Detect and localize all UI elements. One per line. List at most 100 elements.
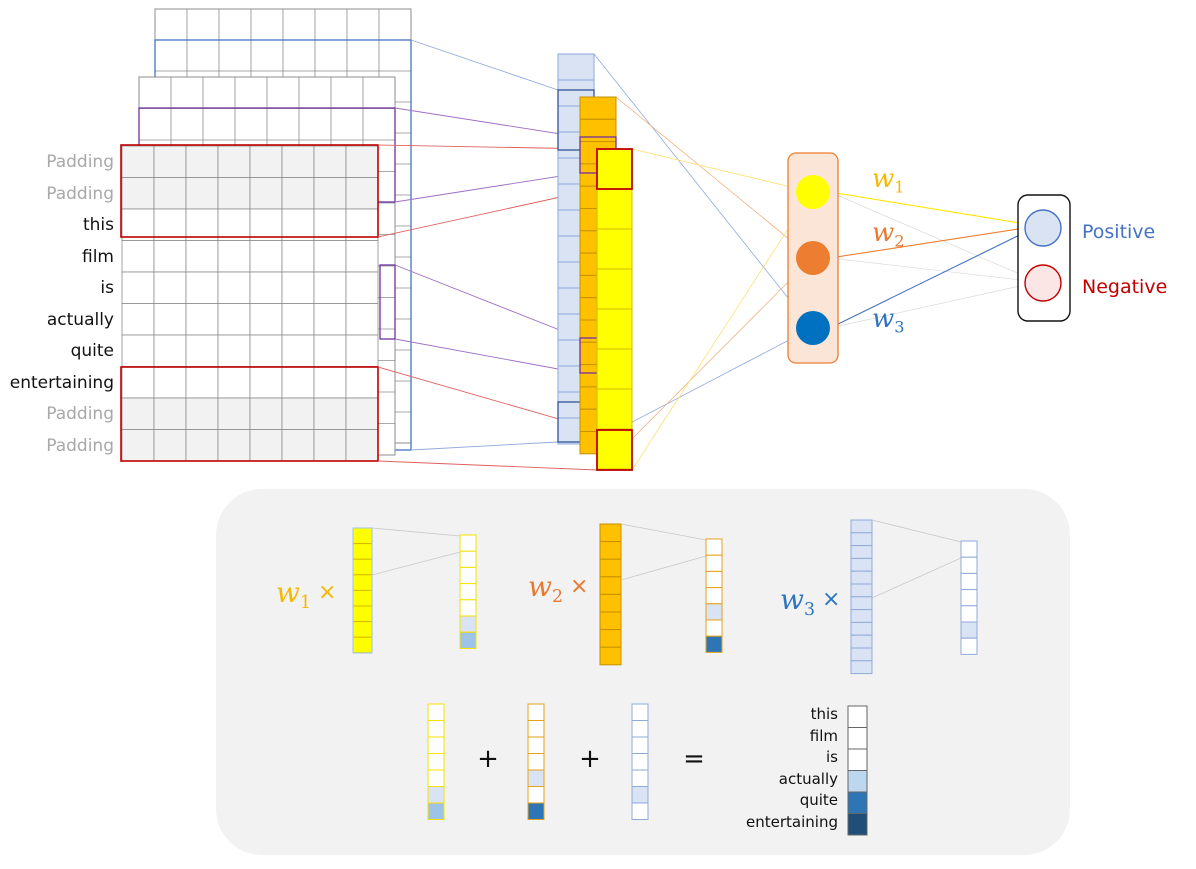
panel-map-yellow-cell xyxy=(352,558,373,576)
token-label-word: film xyxy=(82,246,114,267)
connection-line xyxy=(871,557,962,599)
embedding-cell xyxy=(313,271,347,304)
connection-line xyxy=(410,441,559,451)
embedding-cell xyxy=(313,177,347,210)
panel-map-orange-cell xyxy=(599,611,622,631)
panel-result-yellow-cell xyxy=(459,599,477,617)
token-label-word: quite xyxy=(70,341,114,361)
embedding-cell xyxy=(185,177,219,210)
embedding-cell xyxy=(345,366,379,399)
connection-line xyxy=(829,191,1039,283)
embedding-cell xyxy=(121,334,155,367)
result-word-label: is xyxy=(826,748,838,766)
embedding-cell xyxy=(281,177,315,210)
feature-map-yellow-window-bottom xyxy=(596,429,633,471)
panel-result-yellow-cell xyxy=(459,615,477,633)
connection-line xyxy=(871,519,962,543)
connection-line xyxy=(829,225,1039,259)
embedding-cell xyxy=(121,303,155,336)
embedding-cell xyxy=(313,208,347,241)
connection-line xyxy=(394,107,581,138)
sum-term-orange-cell xyxy=(527,753,545,771)
embedding-cell xyxy=(281,366,315,399)
embedding-cell xyxy=(281,208,315,241)
embedding-cell xyxy=(249,145,283,178)
embedding-cell xyxy=(153,303,187,336)
sum-term-blue-cell xyxy=(631,736,649,754)
result-heat-strip-cell xyxy=(847,770,868,793)
plus-symbol-2: + xyxy=(579,744,601,774)
feature-map-orange-cell xyxy=(579,118,617,143)
panel-map-yellow-cell xyxy=(352,527,373,545)
result-heat-strip-cell xyxy=(847,748,868,771)
panel-map-blue-cell xyxy=(850,583,873,598)
embedding-cell xyxy=(281,429,315,462)
embedding-cell xyxy=(281,240,315,273)
connection-line xyxy=(615,257,813,456)
embedding-cell xyxy=(153,177,187,210)
weight-label-w3-subscript: 3 xyxy=(894,318,904,337)
panel-map-blue-cell xyxy=(850,621,873,636)
panel-map-yellow-cell xyxy=(352,574,373,591)
panel-map-orange-cell xyxy=(599,541,622,560)
panel-result-orange-cell xyxy=(705,603,723,621)
embedding-cell xyxy=(217,145,251,178)
class-label-positive: Positive xyxy=(1082,221,1155,243)
embedding-cell xyxy=(121,271,155,304)
weight-label-w1-subscript: 1 xyxy=(894,178,904,197)
panel-result-orange-cell xyxy=(705,554,723,572)
panel-map-blue-cell xyxy=(850,557,873,572)
embedding-cell xyxy=(185,271,219,304)
connection-line xyxy=(615,96,813,259)
pooled-node-yellow xyxy=(796,175,830,209)
weight-label-w1: w1 xyxy=(872,164,905,197)
sum-term-orange-cell xyxy=(527,802,545,820)
equals-symbol: = xyxy=(683,744,705,774)
embedding-cell xyxy=(313,397,347,430)
times-symbol-2: × xyxy=(570,574,588,599)
embedding-cell xyxy=(185,334,219,367)
embedding-cell xyxy=(345,397,379,430)
token-label-padding: Padding xyxy=(46,183,114,204)
connection-line xyxy=(377,460,598,471)
panel-result-orange-cell xyxy=(705,570,723,589)
embedding-cell xyxy=(249,366,283,399)
panel-result-blue-cell xyxy=(960,605,978,623)
sum-term-blue-cell xyxy=(631,802,649,820)
connection-line xyxy=(631,148,813,193)
embedding-cell xyxy=(217,177,251,210)
connection-line xyxy=(371,527,461,537)
weight-label-w2-subscript: 2 xyxy=(894,232,904,251)
connection-line xyxy=(410,39,559,91)
connection-line xyxy=(829,191,1039,227)
feature-map-yellow-cell xyxy=(596,388,633,430)
embedding-cell xyxy=(185,208,219,241)
panel-weight-w1: w1 xyxy=(276,576,311,613)
panel-map-blue-cell xyxy=(850,660,873,675)
token-label-padding: Padding xyxy=(46,435,114,456)
embedding-cell xyxy=(281,397,315,430)
embedding-cell xyxy=(121,177,155,210)
embedding-cell xyxy=(313,429,347,462)
embedding-cell xyxy=(345,303,379,336)
embedding-cell xyxy=(217,397,251,430)
panel-result-yellow-cell xyxy=(459,550,477,568)
times-symbol-3: × xyxy=(822,587,840,612)
result-heat-strip-cell xyxy=(847,705,868,728)
sum-term-blue-cell xyxy=(631,753,649,771)
embedding-cell xyxy=(345,145,379,178)
embedding-cell xyxy=(345,240,379,273)
panel-weight-w3-subscript: 3 xyxy=(804,600,815,620)
feature-map-blue-cell xyxy=(557,53,595,81)
embedding-cell xyxy=(121,366,155,399)
sum-term-orange-cell xyxy=(527,720,545,738)
plus-symbol-1: + xyxy=(477,744,499,774)
panel-map-blue-cell xyxy=(850,596,873,611)
panel-map-blue-cell xyxy=(850,545,873,559)
panel-map-yellow-cell xyxy=(352,636,373,654)
panel-result-blue-cell xyxy=(960,637,978,655)
panel-weight-w2-subscript: 2 xyxy=(552,587,563,607)
sum-term-yellow-cell xyxy=(427,736,445,754)
result-word-label: film xyxy=(809,726,838,745)
panel-result-blue-cell xyxy=(960,572,978,591)
